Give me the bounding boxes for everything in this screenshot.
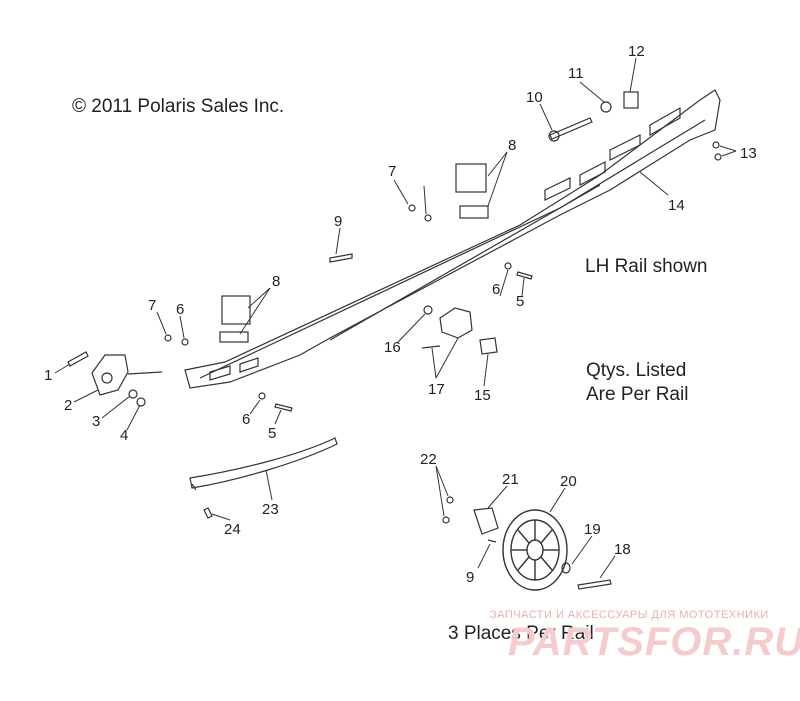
callout-18: 18 [614,541,631,558]
wear-block-rear [455,163,487,193]
hyfax-wear-strip [189,437,338,489]
idler-wheel [502,509,568,591]
callout-2: 2 [64,397,72,414]
callout-12: 12 [628,43,645,60]
watermark-logo: PARTSFOR.RU [508,620,800,664]
callout-14: 14 [668,197,685,214]
callout-17: 17 [428,381,445,398]
wear-block-front [221,295,251,325]
callout-6-front: 6 [176,301,184,318]
places-note: 3 Places Per Rail [448,623,594,644]
callout-11: 11 [568,65,584,82]
callout-6-lower: 6 [242,411,250,428]
callout-4: 4 [120,427,128,444]
callout-21: 21 [502,471,519,488]
callout-1: 1 [44,367,52,384]
copyright-notice: © 2011 Polaris Sales Inc. [72,96,285,117]
front-bracket [91,354,129,396]
callout-6-mid: 6 [492,281,500,298]
callout-5-lower: 5 [268,425,276,442]
slide-rail [184,89,721,389]
callout-19: 19 [584,521,601,538]
watermark-tagline: ЗАПЧАСТИ И АКСЕССУАРЫ ДЛЯ МОТОТЕХНИКИ [490,609,769,621]
callout-7-front: 7 [148,297,156,314]
callout-20: 20 [560,473,577,490]
callout-7-rear: 7 [388,163,396,180]
callout-22: 22 [420,451,437,468]
callout-23: 23 [262,501,279,518]
callout-8-front: 8 [272,273,280,290]
callout-10: 10 [526,89,543,106]
callout-3: 3 [92,413,100,430]
callout-9-rail: 9 [334,213,342,230]
callout-24: 24 [224,521,241,538]
callout-16: 16 [384,339,401,356]
lh-rail-note: LH Rail shown [585,256,708,277]
callout-9-wheel: 9 [466,569,474,586]
callout-15: 15 [474,387,491,404]
callout-5-upper: 5 [516,293,524,310]
callout-8-rear: 8 [508,137,516,154]
callout-13: 13 [740,145,757,162]
qty-note-line1: Qtys. Listed [586,360,687,381]
qty-note-line2: Are Per Rail [586,384,689,405]
